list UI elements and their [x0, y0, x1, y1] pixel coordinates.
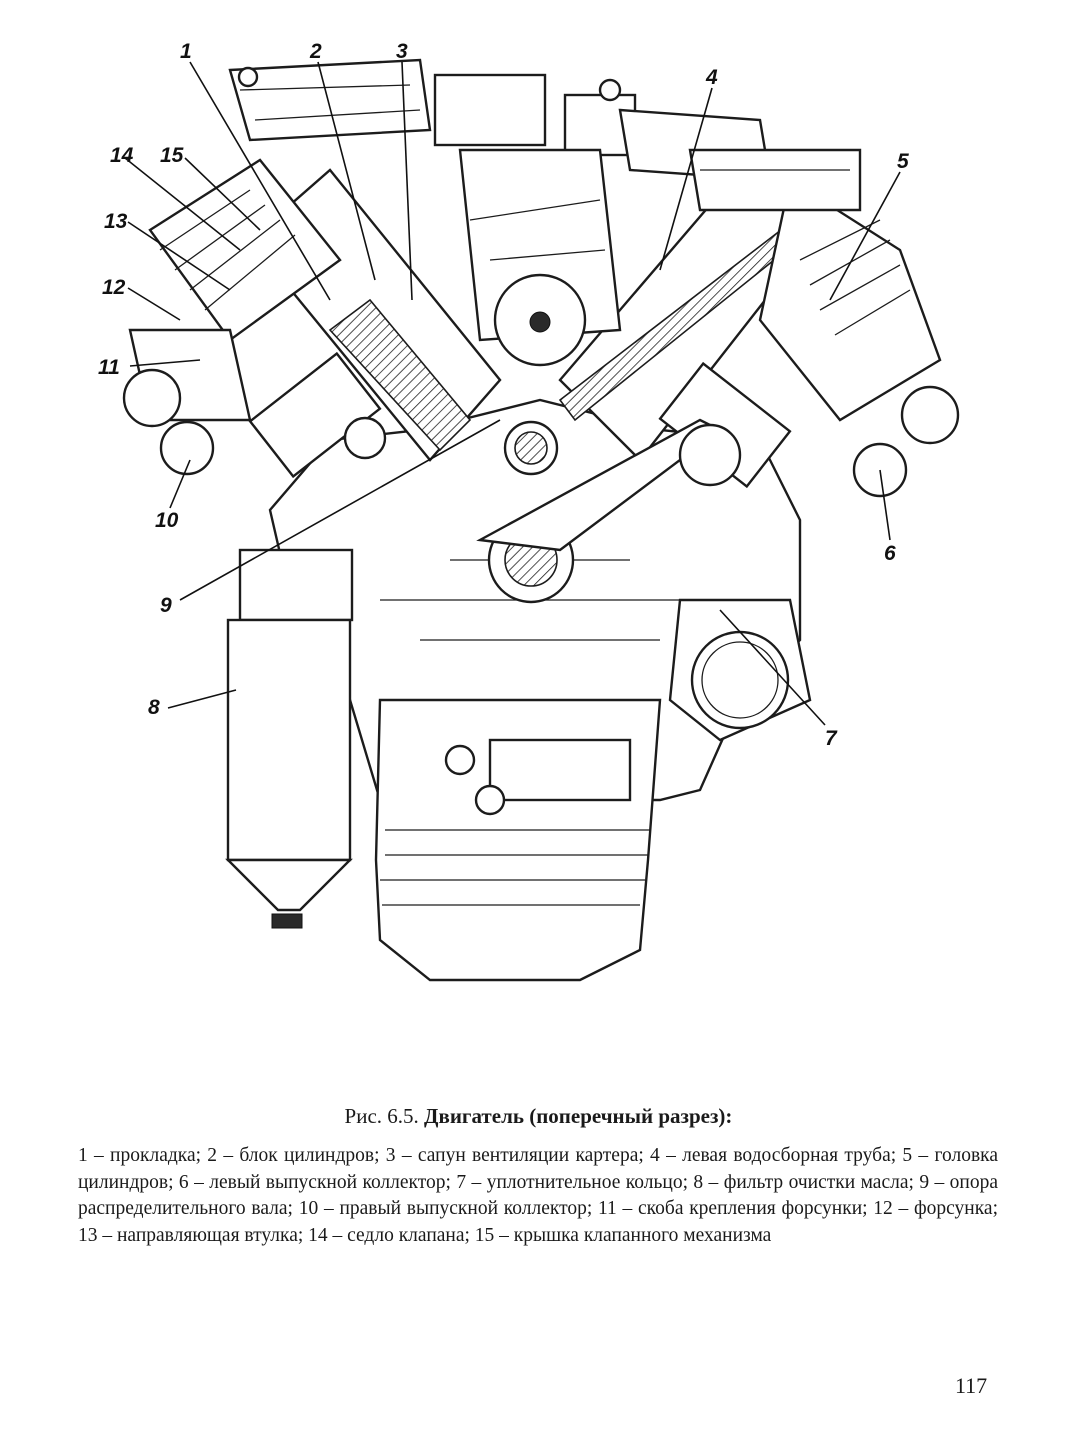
label-9: 9: [160, 594, 172, 617]
label-4: 4: [705, 66, 718, 89]
label-10: 10: [155, 509, 179, 532]
engine-drawing: 1 2 3 4 5 6 7 8 9 10 11 12 13 14 15: [98, 40, 960, 982]
leader-lines: [124, 61, 901, 726]
engine-cross-section-figure: 1 2 3 4 5 6 7 8 9 10 11 12 13 14 15: [98, 40, 960, 982]
oil-filter: [225, 548, 354, 929]
seal-flange: [668, 598, 812, 742]
label-2: 2: [309, 40, 322, 63]
label-12: 12: [102, 276, 126, 299]
label-6: 6: [884, 542, 896, 565]
page-number: 117: [955, 1373, 988, 1398]
connecting-rods: [476, 418, 742, 552]
caption-title-text: Двигатель (поперечный разрез):: [424, 1104, 733, 1128]
label-5: 5: [897, 150, 909, 173]
label-8: 8: [148, 696, 160, 719]
right-cylinder-bank: [558, 168, 960, 498]
figure-caption-title: Рис. 6.5. Двигатель (поперечный разрез):: [0, 1104, 1077, 1129]
label-11: 11: [98, 356, 120, 379]
label-3: 3: [396, 40, 408, 63]
oil-pan: [374, 698, 662, 982]
top-assembly: [228, 58, 862, 212]
label-7: 7: [825, 727, 838, 750]
caption-prefix: Рис. 6.5.: [344, 1104, 419, 1128]
left-cylinder-bank: [122, 158, 502, 479]
figure-caption-legend: 1 – прокладка; 2 – блок цилиндров; 3 – с…: [78, 1145, 998, 1246]
label-13: 13: [104, 210, 128, 233]
label-15: 15: [160, 144, 184, 167]
label-14: 14: [110, 144, 134, 167]
label-1: 1: [180, 40, 192, 63]
